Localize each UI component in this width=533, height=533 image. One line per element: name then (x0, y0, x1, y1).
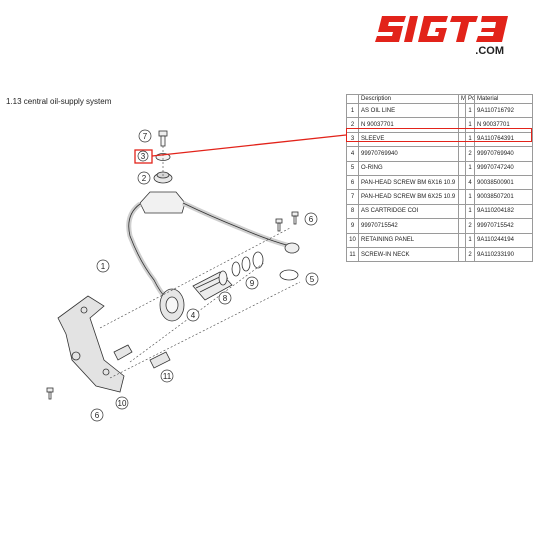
callout-6b-label: 6 (95, 411, 100, 420)
callout-3: 3 (137, 150, 149, 162)
part-bolt-7 (158, 130, 168, 147)
part-necks-11 (113, 344, 171, 369)
callout-4: 4 (186, 308, 200, 322)
callout-10: 10 (115, 396, 129, 410)
callout-10-label: 10 (118, 399, 127, 408)
table-header-row: Description M Pc Material (346, 94, 533, 104)
callout-3-label: 3 (141, 152, 146, 161)
part-grommet-2 (153, 171, 173, 184)
callout-2: 2 (137, 171, 151, 185)
callout-5-label: 5 (310, 275, 315, 284)
callout-5: 5 (305, 272, 319, 286)
section-title: 1.13 central oil-supply system (6, 97, 112, 106)
logo-mark (375, 16, 508, 42)
callout-2-label: 2 (142, 174, 147, 183)
callout-6a-label: 6 (309, 215, 314, 224)
row-highlight-box (346, 128, 532, 142)
part-screws-6-top (275, 211, 299, 232)
callout-9-label: 9 (250, 279, 255, 288)
col-header-material: Material (474, 94, 533, 104)
brand-logo: .COM (372, 12, 522, 64)
part-oil-line-1 (126, 191, 300, 322)
part-screw-6-bottom (46, 387, 54, 400)
col-header-description: Description (358, 94, 459, 104)
col-header-pc: Pc (465, 94, 475, 104)
callout-11-label: 11 (163, 372, 172, 381)
highlight-connector (151, 134, 347, 157)
part-cartridge-8 (192, 270, 233, 301)
callout-8-label: 8 (223, 294, 228, 303)
callout-11: 11 (160, 369, 174, 383)
part-rings-9 (231, 251, 264, 277)
callout-highlight-3 (134, 149, 153, 164)
part-retaining-panel-10 (57, 295, 125, 393)
callout-6b: 6 (90, 408, 104, 422)
callout-4-label: 4 (191, 311, 196, 320)
callout-7: 7 (138, 129, 152, 143)
logo-domain: .COM (475, 45, 504, 57)
col-header-m: M (458, 94, 466, 104)
callout-1-label: 1 (101, 262, 106, 271)
callout-7-label: 7 (143, 132, 148, 141)
col-header-num (346, 94, 359, 104)
part-o-ring-5 (279, 269, 299, 281)
callout-1: 1 (96, 259, 110, 273)
callout-9: 9 (245, 276, 259, 290)
callout-6a: 6 (304, 212, 318, 226)
callout-8: 8 (218, 291, 232, 305)
